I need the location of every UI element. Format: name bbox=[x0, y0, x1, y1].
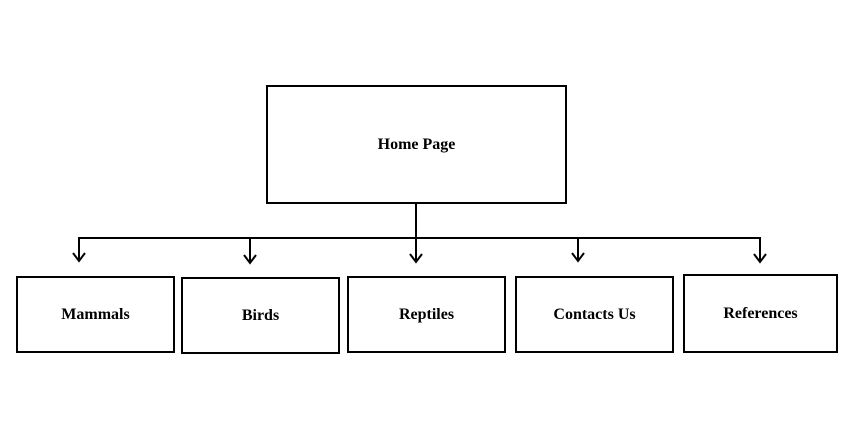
contacts-us-node: Contacts Us bbox=[515, 276, 674, 353]
birds-node: Birds bbox=[181, 277, 340, 354]
home-page-label: Home Page bbox=[377, 135, 456, 153]
reptiles-label: Reptiles bbox=[398, 305, 455, 323]
arrow-to-contacts bbox=[571, 238, 585, 263]
home-page-node: Home Page bbox=[266, 85, 567, 204]
arrow-to-reptiles bbox=[409, 253, 423, 264]
reptiles-node: Reptiles bbox=[347, 276, 506, 353]
birds-label: Birds bbox=[241, 306, 280, 324]
contacts-us-label: Contacts Us bbox=[553, 305, 636, 323]
mammals-node: Mammals bbox=[16, 276, 175, 353]
arrow-to-mammals bbox=[72, 238, 86, 263]
references-label: References bbox=[723, 304, 798, 322]
arrow-to-references bbox=[753, 238, 767, 264]
arrow-to-birds bbox=[243, 238, 257, 265]
references-node: References bbox=[683, 274, 838, 353]
mammals-label: Mammals bbox=[61, 305, 130, 323]
